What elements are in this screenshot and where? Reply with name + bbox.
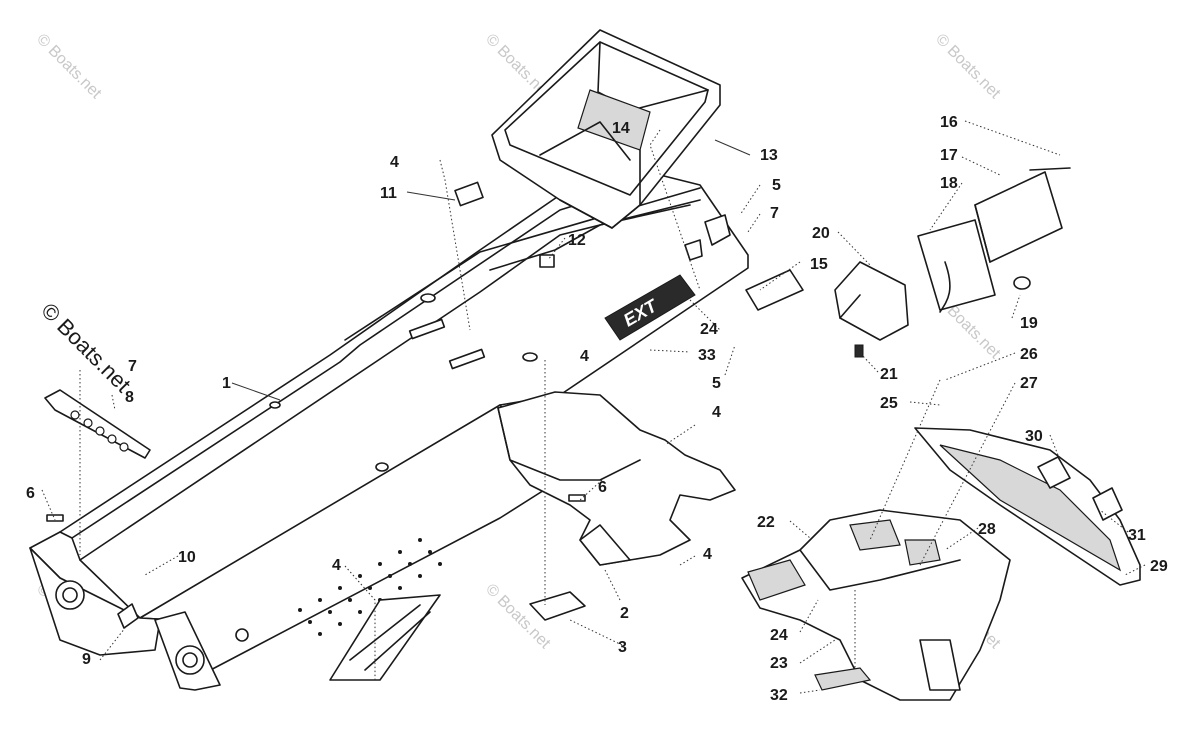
callout-14: 14 — [612, 120, 630, 137]
snow-flap-part — [914, 427, 1141, 586]
callout-24: 24 — [700, 321, 718, 338]
callout-9: 9 — [82, 651, 91, 668]
callout-10: 10 — [178, 549, 196, 566]
callout-2: 2 — [620, 605, 629, 622]
callout-24: 24 — [770, 627, 788, 644]
callout-13: 13 — [760, 147, 778, 164]
callout-3: 3 — [618, 639, 627, 656]
callout-27: 27 — [1020, 375, 1038, 392]
watermark-dark: © Boats.net — [36, 298, 135, 397]
callout-19: 19 — [1020, 315, 1038, 332]
callout-22: 22 — [757, 514, 775, 531]
callout-20: 20 — [812, 225, 830, 242]
rear-bumper-part — [741, 509, 1011, 701]
callout-26: 26 — [1020, 346, 1038, 363]
watermark: © Boats.net — [932, 31, 1004, 103]
callout-23: 23 — [770, 655, 788, 672]
callout-4: 4 — [332, 557, 341, 574]
callout-8: 8 — [125, 389, 134, 406]
light-bracket-part — [44, 389, 151, 459]
callout-6: 6 — [26, 485, 35, 502]
callout-30: 30 — [1025, 428, 1043, 445]
callout-4: 4 — [390, 154, 399, 171]
watermark: © Boats.net — [33, 31, 105, 103]
callout-7: 7 — [770, 205, 779, 222]
callout-5: 5 — [712, 375, 721, 392]
callout-16: 16 — [940, 114, 958, 131]
rack-part — [491, 29, 721, 229]
callout-21: 21 — [880, 366, 898, 383]
flap-bracket-part — [497, 391, 736, 566]
callouts: 1 2 3 4 4 4 4 4 5 5 6 6 7 7 8 9 10 11 12… — [26, 114, 1168, 704]
tunnel-part — [29, 169, 749, 691]
callout-4: 4 — [703, 546, 712, 563]
callout-7: 7 — [128, 358, 137, 375]
callout-4: 4 — [712, 404, 721, 421]
callout-12: 12 — [568, 232, 586, 249]
foam-strip-part — [814, 667, 872, 691]
callout-15: 15 — [810, 256, 828, 273]
callout-18: 18 — [940, 175, 958, 192]
leader-lines — [41, 120, 1146, 694]
callout-4: 4 — [580, 348, 589, 365]
callout-5: 5 — [772, 177, 781, 194]
callout-31: 31 — [1128, 527, 1146, 544]
callout-6: 6 — [598, 479, 607, 496]
callout-33: 33 — [698, 347, 716, 364]
hardware — [46, 181, 731, 681]
callout-1: 1 — [222, 375, 231, 392]
decal-part-15 — [745, 269, 804, 311]
callout-32: 32 — [770, 687, 788, 704]
callout-28: 28 — [978, 521, 996, 538]
callout-25: 25 — [880, 395, 898, 412]
plate-part — [529, 591, 586, 621]
callout-29: 29 — [1150, 558, 1168, 575]
callout-17: 17 — [940, 147, 958, 164]
callout-11: 11 — [380, 185, 397, 202]
taillight-assembly — [834, 167, 1071, 358]
